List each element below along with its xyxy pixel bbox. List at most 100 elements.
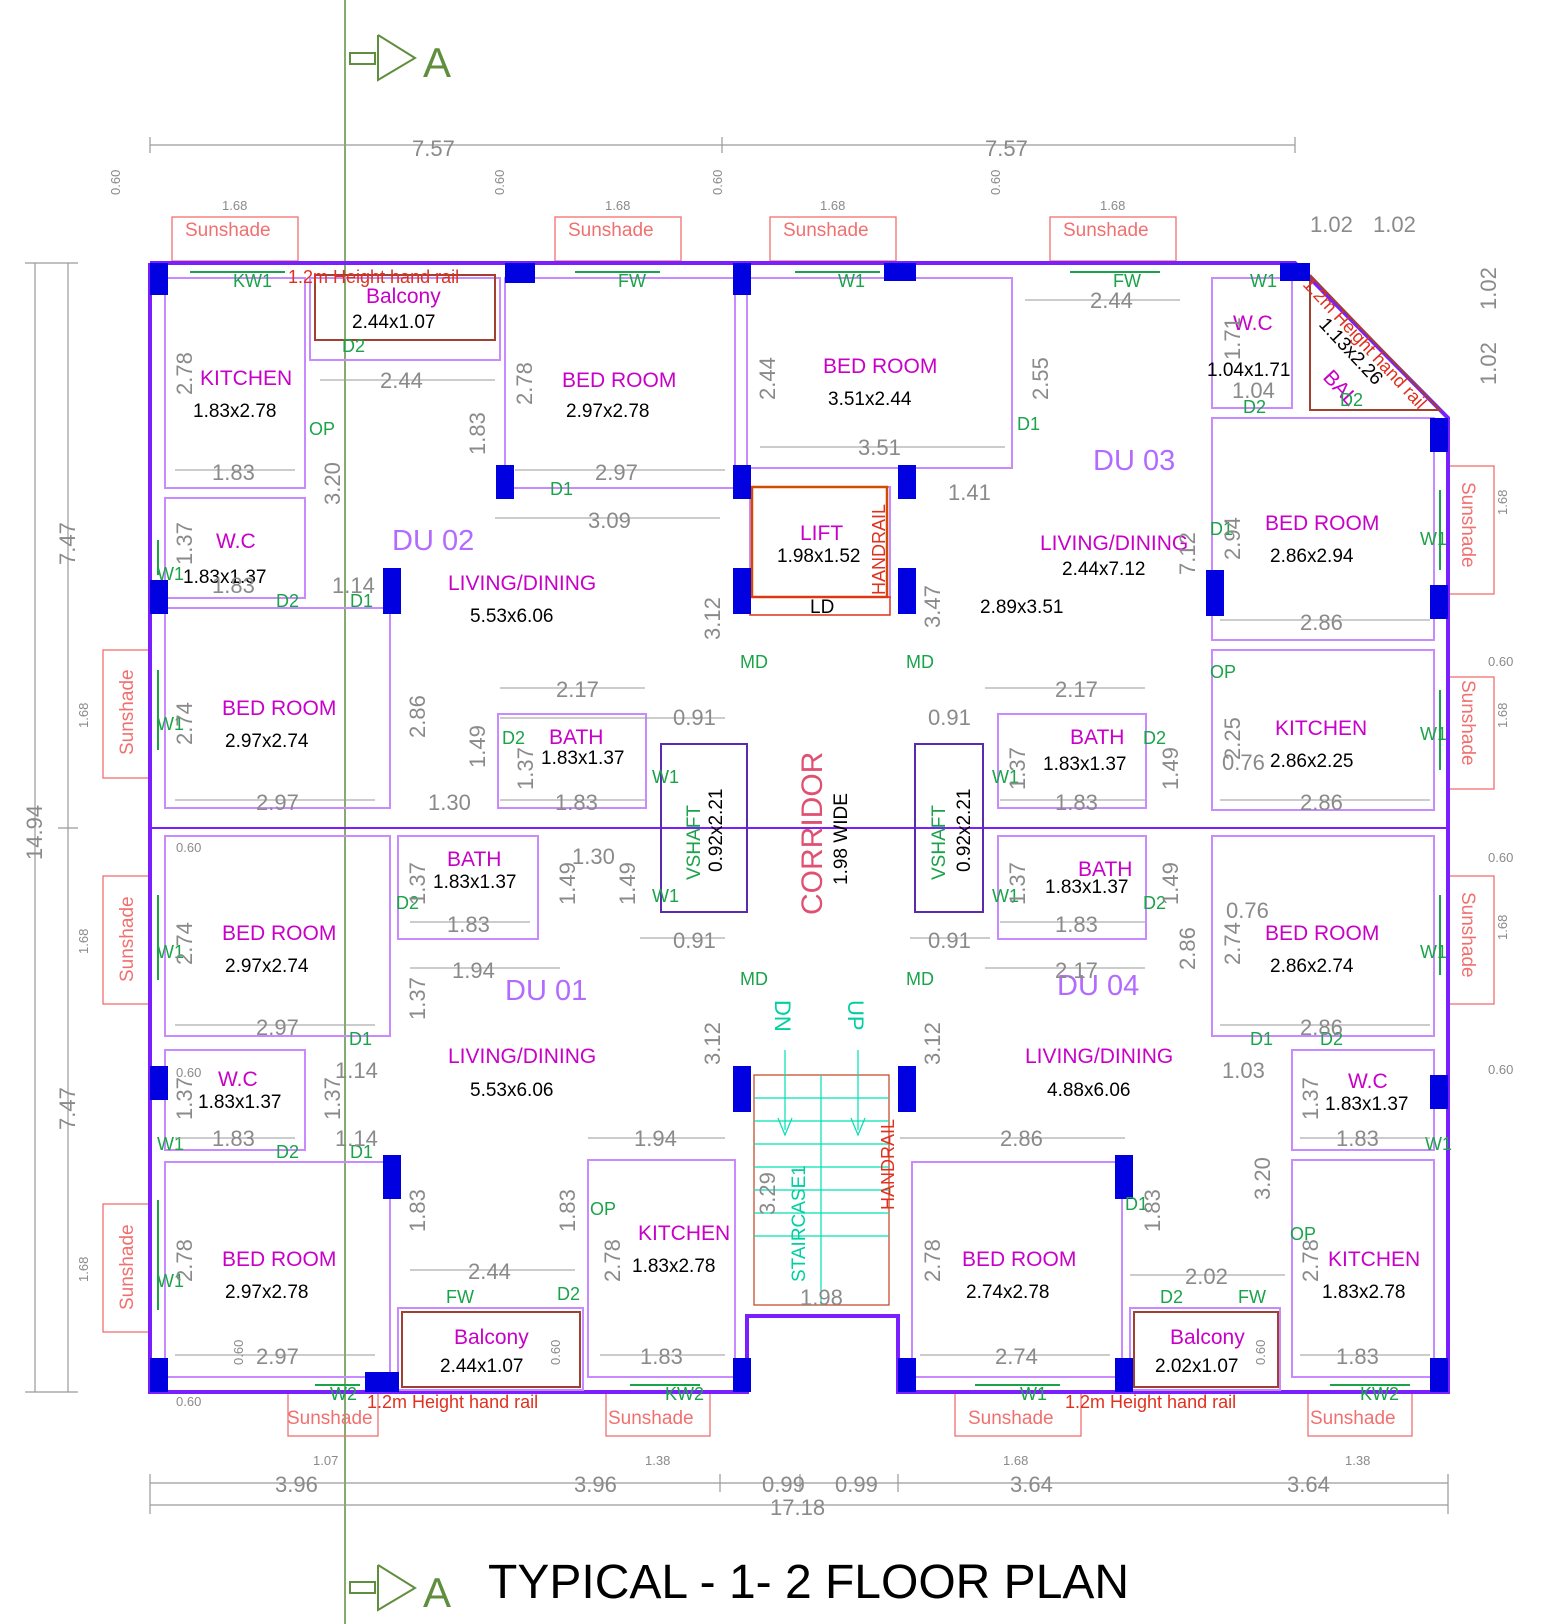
- drawing-label: FW: [618, 271, 646, 291]
- sunshade-label: Sunshade: [1457, 680, 1478, 766]
- dim-offset: 0.60: [492, 170, 507, 195]
- room-name: BED ROOM: [562, 369, 676, 392]
- drawing-label: 1.83: [1336, 1344, 1379, 1369]
- room-name: BED ROOM: [1265, 512, 1379, 535]
- room-size: 2.86x2.74: [1270, 956, 1354, 977]
- room-size: 2.44x7.12: [1062, 559, 1145, 580]
- unit-label-du01: DU 01: [505, 975, 587, 1007]
- dim-sunshade-small: 1.38: [1345, 1453, 1370, 1468]
- drawing-label: 1.94: [634, 1126, 677, 1151]
- room-name: BED ROOM: [823, 355, 937, 378]
- drawing-label: 2.02: [1185, 1264, 1228, 1289]
- drawing-label: 1.37: [172, 522, 197, 565]
- drawing-label: D2: [557, 1284, 580, 1304]
- room-name: Balcony: [366, 285, 441, 308]
- hand-rail-note: 1.2m Height hand rail: [1299, 274, 1430, 413]
- drawing-label: 2.78: [600, 1239, 625, 1282]
- drawing-label: MD: [740, 652, 768, 672]
- dim-chamfer-h2: 1.02: [1373, 212, 1416, 237]
- drawing-label: 1.37: [1298, 1077, 1323, 1120]
- drawing-label: W1: [157, 1134, 184, 1154]
- room-name: W.C: [216, 530, 256, 553]
- staircase-label: STAIRCASE1: [789, 1165, 810, 1282]
- room-name: LIVING/DINING: [1025, 1045, 1173, 1068]
- drawing-label: W1: [1020, 1384, 1047, 1404]
- drawing-label: D2: [1340, 390, 1363, 410]
- drawing-label: 0.76: [1226, 898, 1269, 923]
- drawing-label: W1: [1420, 942, 1447, 962]
- hand-rail-note: 1.2m Height hand rail: [1065, 1392, 1236, 1412]
- drawing-label: 2.44: [468, 1259, 511, 1284]
- drawing-label: 1.83: [1055, 790, 1098, 815]
- room-size: 2.97x2.74: [225, 731, 309, 752]
- room-size: 2.02x1.07: [1155, 1356, 1238, 1377]
- sunshade-label: Sunshade: [783, 220, 869, 241]
- dim-sunshade: 1.68: [76, 1257, 91, 1282]
- drawing-label: W1: [652, 886, 679, 906]
- room-name: BED ROOM: [222, 1248, 336, 1271]
- dim-sunshade: 1.68: [76, 703, 91, 728]
- sunshade-label: Sunshade: [185, 220, 271, 241]
- vshaft-size: 0.92x2.21: [706, 789, 727, 872]
- interior-dimension-lines: [175, 299, 1430, 1356]
- columns: [150, 263, 1448, 1392]
- dim-chamfer-v2: 1.02: [1476, 342, 1501, 385]
- dim-offset: 0.60: [1488, 850, 1513, 865]
- dim-sunshade-small: 1.38: [645, 1453, 670, 1468]
- dim-offset: 0.60: [710, 170, 725, 195]
- dim-sunshade: 1.68: [1495, 490, 1510, 515]
- dim-top-right: 7.57: [985, 136, 1028, 161]
- drawing-label: OP: [1290, 1224, 1316, 1244]
- drawing-label: D1: [1125, 1194, 1148, 1214]
- room-name: BATH: [549, 726, 603, 749]
- dim-sunshade: 1.68: [605, 198, 630, 213]
- drawing-label: 3.09: [588, 508, 631, 533]
- drawing-label: KW1: [233, 271, 272, 291]
- drawing-label: 1.83: [640, 1344, 683, 1369]
- room-size: 5.53x6.06: [470, 606, 553, 627]
- drawing-label: D2: [502, 728, 525, 748]
- vshaft-size: 0.92x2.21: [954, 789, 975, 872]
- drawing-label: FW: [1238, 1287, 1266, 1307]
- section-marker-top: [349, 34, 417, 82]
- drawing-label: 1.37: [405, 977, 430, 1020]
- dim-bottom-5: 3.64: [1010, 1472, 1053, 1497]
- drawing-label: 2.97: [256, 790, 299, 815]
- dim-sunshade: 1.68: [76, 929, 91, 954]
- room-size: 2.97x2.78: [225, 1282, 308, 1303]
- drawing-label: D1: [550, 479, 573, 499]
- drawing-label: 1.37: [1005, 862, 1030, 905]
- drawing-label: D2: [276, 591, 299, 611]
- drawing-label: 2.44: [755, 357, 780, 400]
- drawing-label: 0.60: [231, 1340, 246, 1365]
- room-name: BED ROOM: [1265, 922, 1379, 945]
- drawing-label: 1.83: [212, 1126, 255, 1151]
- section-label-bottom: A: [423, 1569, 451, 1616]
- room-size: 1.83x1.37: [1043, 754, 1126, 775]
- drawing-label: 1.14: [335, 1126, 378, 1151]
- drawing-label: 3.12: [920, 1022, 945, 1065]
- drawing-label: 0.60: [1253, 1340, 1268, 1365]
- section-label-top: A: [423, 39, 451, 86]
- drawing-label: D2: [396, 893, 419, 913]
- drawing-label: 1.49: [615, 862, 640, 905]
- vshaft-boxes: [660, 743, 984, 913]
- drawing-label: W1: [157, 564, 184, 584]
- drawing-label: D2: [1160, 1287, 1183, 1307]
- sunshade-label: Sunshade: [1457, 892, 1478, 978]
- drawing-label: 1.37: [405, 862, 430, 905]
- drawing-label: D1: [1210, 519, 1233, 539]
- drawing-label: 1.30: [428, 790, 471, 815]
- drawing-label: KW2: [1360, 1384, 1399, 1404]
- drawing-label: 2.86: [1175, 927, 1200, 970]
- room-name: BED ROOM: [222, 697, 336, 720]
- dim-bottom-3: 0.99: [762, 1472, 805, 1497]
- drawing-label: 1.04: [1232, 378, 1275, 403]
- room-outlines: [164, 277, 1435, 1391]
- drawing-label: 1.37: [1005, 747, 1030, 790]
- room-name: BED ROOM: [962, 1248, 1076, 1271]
- corridor-width: 1.98 WIDE: [831, 793, 852, 885]
- drawing-label: 0.91: [928, 928, 971, 953]
- dim-offset: 0.60: [176, 1394, 201, 1409]
- room-size: 1.83x1.37: [433, 872, 516, 893]
